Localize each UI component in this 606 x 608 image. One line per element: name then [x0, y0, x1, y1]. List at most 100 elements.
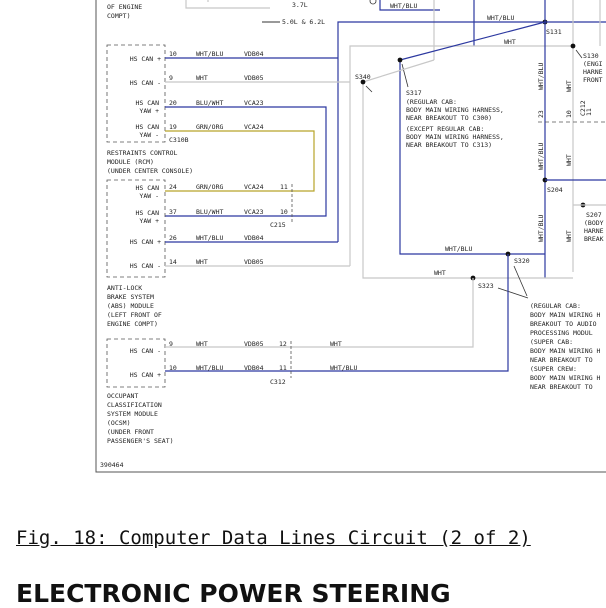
ocsm-name-2: CLASSIFICATION — [107, 401, 162, 409]
rcm-signal-4a: HS CAN — [136, 123, 160, 131]
abs-circuit-2: VCA23 — [244, 208, 264, 216]
abs-module-box — [106, 179, 166, 278]
rcm-signal-2: HS CAN - — [130, 79, 161, 87]
vlabel-pin10: 10 — [565, 110, 573, 118]
rcm-signal-3b: YAW + — [139, 107, 159, 115]
abs-name-1: ANTI-LOCK — [107, 284, 142, 292]
rcm-name-1: RESTRAINTS CONTROL — [107, 149, 178, 157]
rcm-pin-4: 19 — [169, 123, 177, 131]
abs-signal-1b: YAW - — [139, 192, 159, 200]
rcm-signal-4b: YAW - — [139, 131, 159, 139]
abs-signal-2a: HS CAN — [136, 209, 160, 217]
wire-rcm-yawplus — [165, 106, 327, 217]
wiring-diagram: OF ENGINE COMPT) 3.7L 5.0L & 6.2L WHT/BL… — [95, 0, 606, 473]
note-s320-5: BODY MAIN WIRING H — [530, 347, 601, 355]
ocsm-wire2-2: WHT/BLU — [330, 364, 357, 372]
abs-name-4: (LEFT FRONT OF — [107, 311, 162, 319]
label-s320: S320 — [514, 257, 530, 265]
splice-s130 — [570, 43, 576, 49]
note-s320-0: (REGULAR CAB: — [530, 302, 581, 310]
note-s207-0: (BODY — [584, 219, 604, 227]
note-s317-2: NEAR BREAKOUT TO C300) — [406, 114, 492, 122]
abs-signal-2b: YAW + — [139, 217, 159, 225]
top-label-50l: 5.0L & 6.2L — [282, 18, 325, 26]
label-s131: S131 — [546, 28, 562, 36]
note-s320-1: BODY MAIN WIRING H — [530, 311, 601, 319]
ocsm-cpin-2: 11 — [279, 364, 287, 372]
note-s320-4: (SUPER CAB: — [530, 338, 573, 346]
ocsm-signal-1: HS CAN - — [130, 347, 161, 355]
vlabel-whtblu-1: WHT/BLU — [537, 63, 545, 90]
ocsm-wire-2: WHT/BLU — [196, 364, 223, 372]
rcm-signal-1: HS CAN + — [130, 55, 161, 63]
top-label-wht: WHT — [504, 38, 516, 46]
abs-cpin-1: 11 — [280, 183, 288, 191]
wire-ocsm-wht — [291, 278, 474, 348]
note-s320-8: BODY MAIN WIRING H — [530, 374, 601, 382]
note-s317-3: (EXCEPT REGULAR CAB: — [406, 125, 484, 133]
rcm-wire-2: WHT — [196, 74, 208, 82]
abs-name-2: BRAKE SYSTEM — [107, 293, 154, 301]
abs-circuit-4: VDB05 — [244, 258, 264, 266]
ocsm-wire2-1: WHT — [330, 340, 342, 348]
rcm-wire-4: GRN/ORG — [196, 123, 223, 131]
label-s130-harne: HARNE — [583, 68, 603, 76]
note-s207-1: HARNE — [584, 227, 604, 235]
diagram-frame — [95, 0, 606, 473]
wire-rcm-yawminus — [165, 130, 315, 192]
splice-s317 — [397, 57, 403, 63]
wire-s317-to-s131 — [399, 21, 546, 61]
note-s317-5: NEAR BREAKOUT TO C313) — [406, 141, 492, 149]
label-s204: S204 — [547, 186, 563, 194]
rcm-circuit-2: VDB05 — [244, 74, 264, 82]
arrow-s340 — [365, 85, 373, 93]
abs-wire-3: WHT/BLU — [196, 234, 223, 242]
ocsm-name-4: (OCSM) — [107, 419, 130, 427]
abs-signal-4: HS CAN - — [130, 262, 161, 270]
label-s130-engi: (ENGI — [583, 60, 603, 68]
abs-pin-3: 26 — [169, 234, 177, 242]
figure-caption: Fig. 18: Computer Data Lines Circuit (2 … — [16, 527, 531, 549]
label-s207: S207 — [586, 211, 602, 219]
abs-pin-4: 14 — [169, 258, 177, 266]
rcm-wire-1: WHT/BLU — [196, 50, 223, 58]
rcm-pin-3: 20 — [169, 99, 177, 107]
wire-hscanplus-bus — [337, 21, 545, 242]
abs-signal-3: HS CAN + — [130, 238, 161, 246]
ocsm-name-3: SYSTEM MODULE — [107, 410, 158, 418]
mid-wire-whtblu: WHT/BLU — [445, 245, 472, 253]
rcm-pin-2: 9 — [169, 74, 173, 82]
section-heading: ELECTRONIC POWER STEERING — [16, 579, 451, 608]
top-label-compt: COMPT) — [107, 12, 130, 20]
arrow-s323 — [497, 287, 529, 299]
mid-wire-wht: WHT — [434, 269, 446, 277]
ocsm-signal-2: HS CAN + — [130, 371, 161, 379]
note-s317-0: (REGULAR CAB: — [406, 98, 457, 106]
note-s320-6: NEAR BREAKOUT TO — [530, 356, 593, 364]
ocsm-pin-1: 9 — [169, 340, 173, 348]
wire-whtblu-mid — [399, 60, 545, 255]
rcm-signal-3a: HS CAN — [136, 99, 160, 107]
ocsm-pin-2: 10 — [169, 364, 177, 372]
top-label-37l: 3.7L — [292, 1, 308, 9]
vlabel-pin11: 11 — [585, 108, 593, 116]
abs-pin-2: 37 — [169, 208, 177, 216]
note-s320-3: PROCESSING MODUL — [530, 329, 593, 337]
abs-wire-4: WHT — [196, 258, 208, 266]
abs-wire-1: GRN/ORG — [196, 183, 223, 191]
wire-hscanminus-bus — [349, 45, 573, 266]
wire-s340-up — [362, 59, 435, 83]
rcm-circuit-1: VDB04 — [244, 50, 264, 58]
arrow-s130 — [575, 49, 583, 59]
rcm-name-2: MODULE (RCM) — [107, 158, 154, 166]
note-s207-2: BREAK — [584, 235, 604, 243]
arrow-s320 — [513, 265, 528, 297]
rcm-wire-3: BLU/WHT — [196, 99, 223, 107]
note-s320-9: NEAR BREAKOUT TO — [530, 383, 593, 391]
rcm-connector: C310B — [169, 136, 189, 144]
top-label-whtblu-b: WHT/BLU — [487, 14, 514, 22]
label-s130: S130 — [583, 52, 599, 60]
vlabel-wht-2: WHT — [565, 154, 573, 166]
label-s130-front: FRONT — [583, 76, 603, 84]
vlabel-wht-3: WHT — [565, 230, 573, 242]
